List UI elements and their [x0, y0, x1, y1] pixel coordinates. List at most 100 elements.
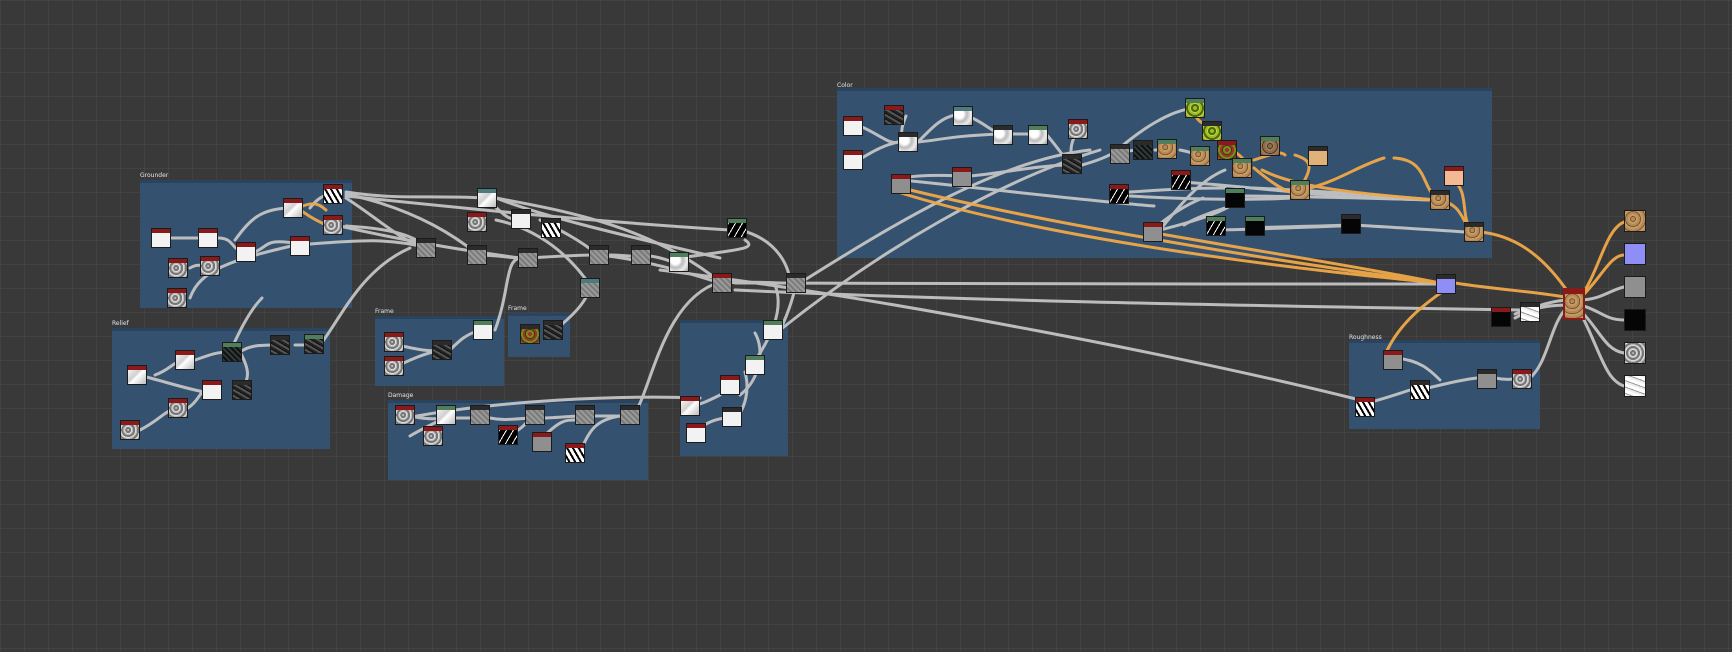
graph-node[interactable]: [1410, 380, 1430, 400]
graph-node[interactable]: [1232, 158, 1252, 178]
graph-node[interactable]: [891, 174, 911, 194]
graph-node[interactable]: [290, 236, 310, 256]
output-node-roughness[interactable]: [1624, 276, 1646, 298]
graph-node[interactable]: [520, 324, 540, 344]
graph-node[interactable]: [470, 405, 490, 425]
graph-node[interactable]: [1444, 166, 1464, 186]
graph-node[interactable]: [1068, 119, 1088, 139]
graph-node[interactable]: [1217, 140, 1237, 160]
graph-node[interactable]: [722, 407, 742, 427]
graph-node[interactable]: [1110, 144, 1130, 164]
graph-node[interactable]: [532, 432, 552, 452]
output-node-basecolor[interactable]: [1624, 210, 1646, 232]
graph-node[interactable]: [1028, 125, 1048, 145]
graph-node[interactable]: [200, 256, 220, 276]
graph-node[interactable]: [620, 405, 640, 425]
graph-node[interactable]: [477, 188, 497, 208]
graph-node[interactable]: [511, 209, 531, 229]
graph-node[interactable]: [1355, 397, 1375, 417]
graph-node[interactable]: [631, 245, 651, 265]
graph-node[interactable]: [712, 273, 732, 293]
graph-node[interactable]: [518, 248, 538, 268]
graph-node[interactable]: [1157, 139, 1177, 159]
graph-node[interactable]: [168, 398, 188, 418]
graph-node[interactable]: [222, 342, 242, 362]
graph-node[interactable]: [575, 405, 595, 425]
graph-node[interactable]: [323, 184, 343, 204]
graph-node[interactable]: [786, 273, 806, 293]
graph-node[interactable]: [1206, 216, 1226, 236]
output-node-normal[interactable]: [1624, 243, 1646, 265]
graph-node[interactable]: [436, 405, 456, 425]
graph-node[interactable]: [686, 423, 706, 443]
output-node-metallic[interactable]: [1624, 309, 1646, 331]
graph-node[interactable]: [236, 242, 256, 262]
graph-node[interactable]: [1245, 216, 1265, 236]
graph-node[interactable]: [1383, 350, 1403, 370]
graph-node[interactable]: [304, 334, 324, 354]
graph-node[interactable]: [543, 320, 563, 340]
graph-node[interactable]: [884, 105, 904, 125]
graph-node[interactable]: [1143, 222, 1163, 242]
graph-node[interactable]: [727, 218, 747, 238]
graph-node[interactable]: [498, 425, 518, 445]
graph-node[interactable]: [167, 288, 187, 308]
graph-node[interactable]: [120, 420, 140, 440]
graph-node[interactable]: [1341, 214, 1361, 234]
graph-node[interactable]: [565, 443, 585, 463]
graph-node[interactable]: [898, 132, 918, 152]
graph-node[interactable]: [1308, 146, 1328, 166]
output-node-ao[interactable]: [1624, 375, 1646, 397]
graph-node[interactable]: [323, 215, 343, 235]
graph-node[interactable]: [168, 258, 188, 278]
graph-node[interactable]: [1464, 222, 1484, 242]
graph-node[interactable]: [1109, 184, 1129, 204]
graph-node[interactable]: [175, 350, 195, 370]
graph-node[interactable]: [384, 356, 404, 376]
output-node-main[interactable]: [1563, 288, 1585, 320]
graph-node[interactable]: [680, 396, 700, 416]
graph-node[interactable]: [270, 335, 290, 355]
graph-node[interactable]: [283, 198, 303, 218]
graph-node[interactable]: [843, 116, 863, 136]
graph-node[interactable]: [1436, 274, 1456, 294]
graph-node[interactable]: [467, 245, 487, 265]
graph-node[interactable]: [1171, 170, 1191, 190]
graph-node[interactable]: [720, 375, 740, 395]
graph-node[interactable]: [127, 365, 147, 385]
graph-node[interactable]: [423, 426, 443, 446]
graph-node[interactable]: [1290, 180, 1310, 200]
graph-node[interactable]: [198, 228, 218, 248]
graph-node[interactable]: [745, 355, 765, 375]
graph-node[interactable]: [843, 150, 863, 170]
graph-node[interactable]: [1185, 98, 1205, 118]
graph-node[interactable]: [416, 238, 436, 258]
graph-node[interactable]: [541, 218, 561, 238]
graph-node[interactable]: [953, 106, 973, 126]
graph-node[interactable]: [1520, 302, 1540, 322]
graph-node[interactable]: [151, 228, 171, 248]
graph-node[interactable]: [669, 252, 689, 272]
graph-node[interactable]: [1225, 188, 1245, 208]
graph-node[interactable]: [993, 125, 1013, 145]
graph-node[interactable]: [1062, 154, 1082, 174]
graph-node[interactable]: [384, 332, 404, 352]
output-node-height[interactable]: [1624, 342, 1646, 364]
graph-node[interactable]: [763, 320, 783, 340]
graph-node[interactable]: [232, 380, 252, 400]
graph-node[interactable]: [580, 278, 600, 298]
graph-node[interactable]: [467, 212, 487, 232]
graph-node[interactable]: [589, 245, 609, 265]
graph-node[interactable]: [1133, 140, 1153, 160]
graph-node[interactable]: [1491, 307, 1511, 327]
graph-node[interactable]: [395, 405, 415, 425]
graph-node[interactable]: [473, 320, 493, 340]
graph-node[interactable]: [1430, 190, 1450, 210]
graph-node[interactable]: [1202, 121, 1222, 141]
graph-node[interactable]: [1512, 369, 1532, 389]
graph-node[interactable]: [432, 340, 452, 360]
graph-node[interactable]: [1477, 369, 1497, 389]
graph-node[interactable]: [952, 167, 972, 187]
graph-node[interactable]: [1260, 136, 1280, 156]
